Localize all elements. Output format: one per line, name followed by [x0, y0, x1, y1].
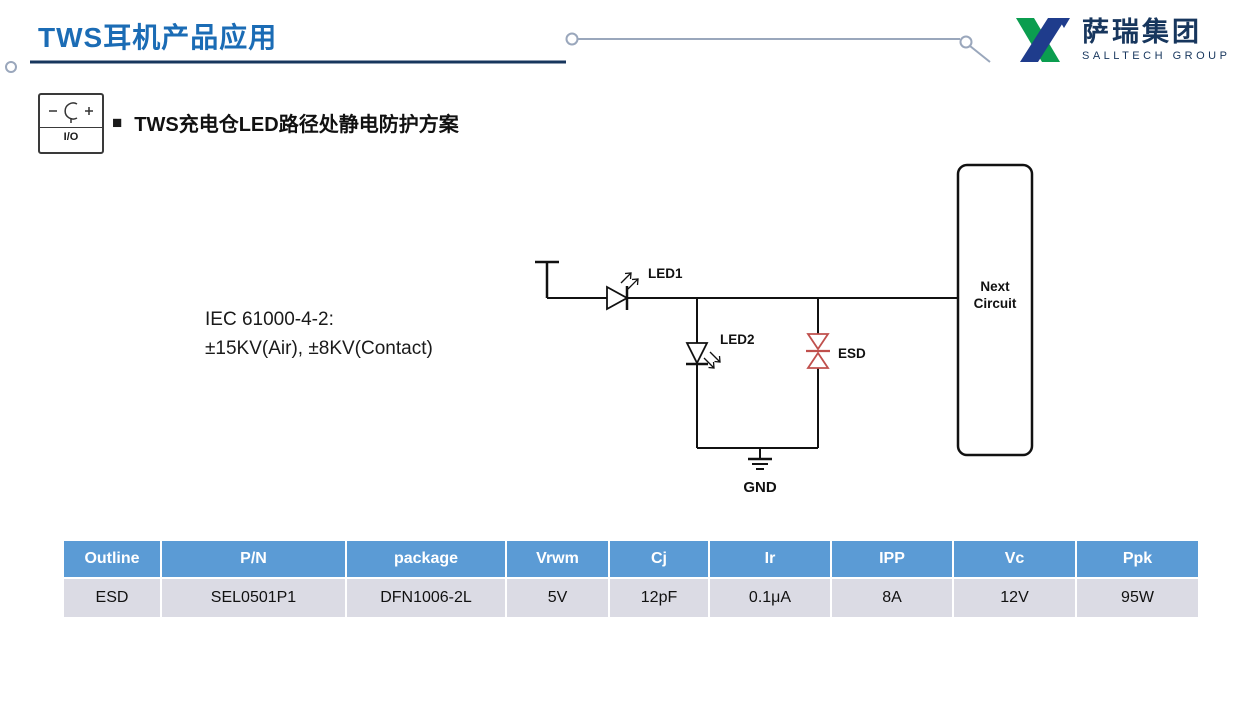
io-symbol-icon [49, 102, 93, 123]
cell-package: DFN1006-2L [345, 577, 507, 619]
header-cell-ipp: IPP [830, 539, 954, 579]
spec-table: Outline P/N package Vrwm Cj Ir IPP Vc Pp… [62, 539, 1200, 619]
spec-table-container: Outline P/N package Vrwm Cj Ir IPP Vc Pp… [62, 539, 1200, 619]
bullet-square-icon: ■ [112, 113, 123, 132]
led1-symbol [606, 272, 639, 311]
next-circuit-label-line1: Next [980, 279, 1010, 294]
esd-label: ESD [838, 346, 866, 361]
salltech-logo: 萨瑞集团 SALLTECH GROUP [1008, 14, 1230, 66]
ground-symbol [748, 448, 772, 470]
io-box-divider [40, 127, 102, 128]
section-heading: ■ TWS充电仓LED路径处静电防护方案 [112, 108, 459, 137]
salltech-logo-icon [1016, 18, 1070, 62]
led1-label: LED1 [648, 266, 683, 281]
cell-ipp: 8A [830, 577, 954, 619]
logo-subtitle: SALLTECH GROUP [1082, 50, 1231, 63]
next-circuit-box: Next Circuit [956, 163, 1034, 457]
section-title: TWS充电仓LED路径处静电防护方案 [134, 114, 459, 136]
cell-vrwm: 5V [505, 577, 610, 619]
page-title: TWS耳机产品应用 [38, 22, 278, 53]
table-header-row: Outline P/N package Vrwm Cj Ir IPP Vc Pp… [62, 539, 1200, 579]
cell-vc: 12V [952, 577, 1077, 619]
io-port-icon: I/O [38, 93, 104, 154]
table-row: ESD SEL0501P1 DFN1006-2L 5V 12pF 0.1μA 8… [62, 577, 1200, 619]
next-circuit-label-line2: Circuit [974, 296, 1017, 311]
header-cell-vc: Vc [952, 539, 1077, 579]
header-cell-cj: Cj [608, 539, 710, 579]
wires [547, 297, 958, 449]
led2-symbol [685, 342, 721, 369]
header-cell-pn: P/N [160, 539, 347, 579]
cell-outline: ESD [62, 577, 162, 619]
input-terminal [535, 260, 559, 298]
header-cell-ppk: Ppk [1075, 539, 1200, 579]
cell-ppk: 95W [1075, 577, 1200, 619]
iec-standard-text: IEC 61000-4-2: ±15KV(Air), ±8KV(Contact) [205, 305, 433, 364]
led2-label: LED2 [720, 332, 755, 347]
circuit-diagram: LED1 LED2 ESD GND [535, 163, 1034, 496]
logo-name: 萨瑞集团 [1082, 16, 1202, 47]
cell-cj: 12pF [608, 577, 710, 619]
iec-line2: ±15KV(Air), ±8KV(Contact) [205, 338, 433, 360]
cell-pn: SEL0501P1 [160, 577, 347, 619]
cell-ir: 0.1μA [708, 577, 832, 619]
header-cell-vrwm: Vrwm [505, 539, 610, 579]
header-cell-outline: Outline [62, 539, 162, 579]
iec-line1: IEC 61000-4-2: [205, 309, 334, 330]
gnd-label: GND [743, 479, 777, 496]
header-cell-ir: Ir [708, 539, 832, 579]
header-cell-package: package [345, 539, 507, 579]
io-box-label: I/O [63, 131, 79, 143]
esd-tvs-symbol [806, 333, 830, 369]
